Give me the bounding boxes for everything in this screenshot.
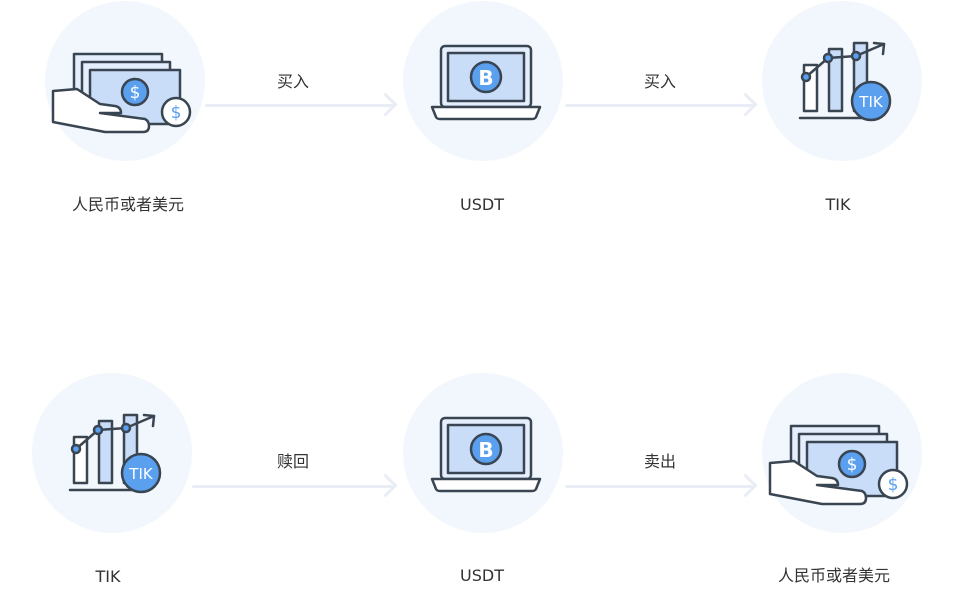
svg-text:B: B: [478, 66, 493, 90]
svg-text:TIK: TIK: [858, 93, 884, 111]
arrow-label-buy: 买入: [643, 72, 676, 91]
svg-text:$: $: [171, 103, 182, 123]
node-label-cash: 人民币或者美元: [71, 195, 184, 214]
laptop-bitcoin-icon: B: [430, 416, 542, 493]
arrow-right: [205, 92, 398, 117]
svg-text:$: $: [888, 475, 899, 495]
laptop-bitcoin-icon: B: [430, 44, 542, 121]
arrow-right: [565, 473, 758, 498]
arrow-right: [192, 473, 398, 498]
arrow-label-redeem: 赎回: [276, 452, 309, 471]
node-label-tik: TIK: [95, 567, 121, 586]
node-label-usdt: USDT: [460, 195, 504, 214]
node-label-tik: TIK: [825, 195, 851, 214]
svg-text:B: B: [478, 438, 493, 462]
cash-hand-icon: $ $: [51, 52, 192, 134]
svg-text:$: $: [130, 83, 141, 103]
node-label-usdt: USDT: [460, 566, 504, 585]
svg-text:TIK: TIK: [128, 465, 154, 483]
cash-hand-icon: $ $: [768, 424, 909, 506]
node-label-cash: 人民币或者美元: [777, 566, 890, 585]
arrow-label-buy: 买入: [276, 72, 309, 91]
arrow-right: [565, 92, 758, 117]
svg-text:$: $: [847, 455, 858, 475]
growth-chart-icon: TIK: [798, 41, 892, 122]
arrow-label-sell: 卖出: [643, 452, 676, 471]
growth-chart-icon: TIK: [68, 413, 162, 494]
